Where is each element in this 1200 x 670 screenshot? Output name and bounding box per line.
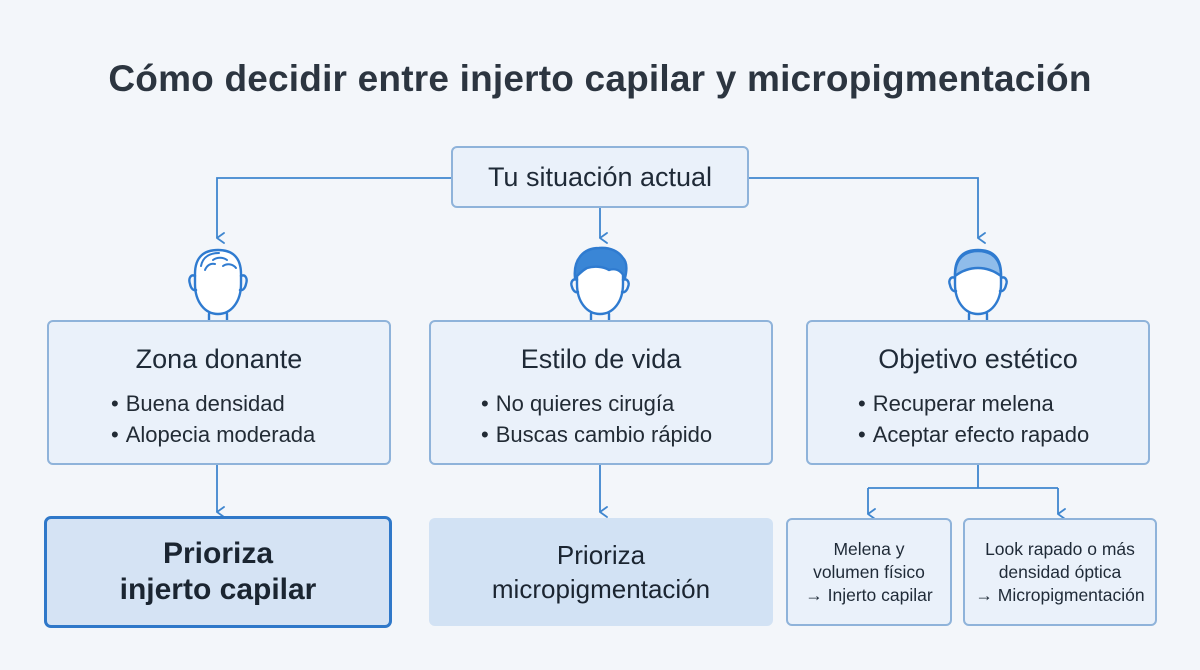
result-micropigmentacion: Prioriza micropigmentación [429,518,773,626]
card-bullets: Buena densidad Alopecia moderada [111,388,316,450]
bullet-item: Recuperar melena [858,388,1089,419]
card-objetivo-estetico: Objetivo estético Recuperar melena Acept… [806,320,1150,465]
outcome-line: densidad óptica [998,561,1122,582]
connector-objetivo-split [868,465,1058,489]
outcome-look-rapado: Look rapado o más densidad óptica → Micr… [963,518,1157,626]
head-buzzcut-icon [948,248,1008,334]
root-situation-box: Tu situación actual [451,146,749,208]
bullet-item: No quieres cirugía [481,388,712,419]
connector-root-to-zona [216,177,451,244]
connector-root-to-objetivo [749,177,986,244]
diagram-title: Cómo decidir entre injerto capilar y mic… [108,58,1092,99]
outcome-melena-volumen: Melena y volumen físico → Injerto capila… [786,518,952,626]
outcome-line: Look rapado o más [985,538,1135,559]
result-line: micropigmentación [491,574,711,604]
result-line: Prioriza [162,537,274,570]
card-bullets: Recuperar melena Aceptar efecto rapado [858,388,1089,450]
bullet-item: Alopecia moderada [111,419,316,450]
outcome-line: → Micropigmentación [975,584,1145,605]
outcome-line: volumen físico [813,561,925,582]
outcome-line: Melena y [833,538,905,559]
card-title: Estilo de vida [520,344,682,374]
head-full-hair-icon [570,246,630,334]
result-line: injerto capilar [119,573,317,606]
card-zona-donante: Zona donante Buena densidad Alopecia mod… [47,320,391,465]
result-injerto-capilar: Prioriza injerto capilar [44,516,392,628]
outcome-line: → Injerto capilar [805,584,933,605]
bullet-item: Aceptar efecto rapado [858,419,1089,450]
card-estilo-de-vida: Estilo de vida No quieres cirugía Buscas… [429,320,773,465]
card-title: Objetivo estético [878,344,1078,374]
card-title: Zona donante [135,344,303,374]
root-label: Tu situación actual [487,161,713,192]
bullet-item: Buscas cambio rápido [481,419,712,450]
card-bullets: No quieres cirugía Buscas cambio rápido [481,388,712,450]
bullet-item: Buena densidad [111,388,315,419]
result-line: Prioriza [556,540,646,570]
